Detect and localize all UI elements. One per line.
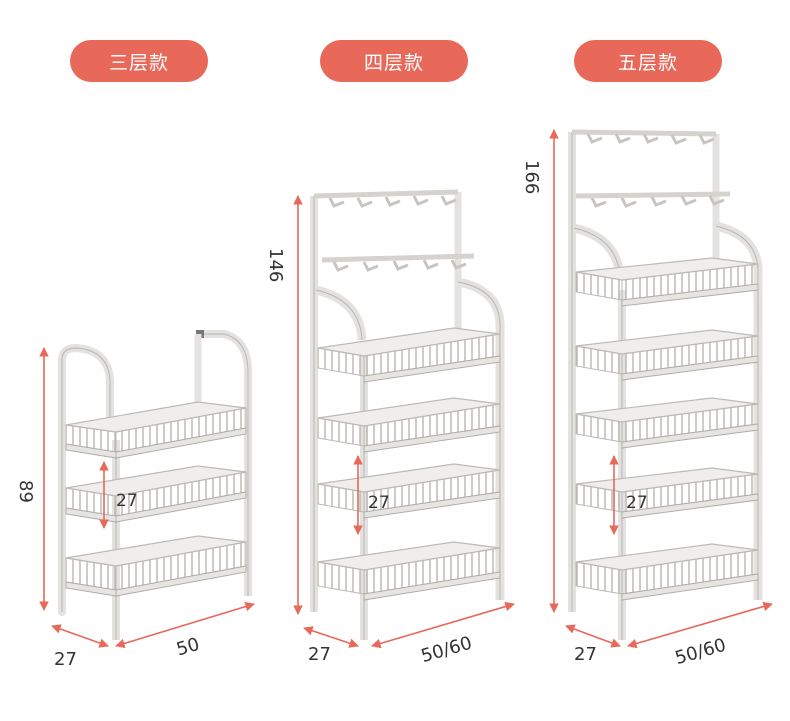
variant-label-text: 四层款 <box>363 51 424 74</box>
variant-label-3-tier[interactable]: 三层款 <box>70 40 208 82</box>
tier-gap-value: 27 <box>116 491 138 511</box>
height-value: 166 <box>521 160 542 194</box>
variant-label-4-tier[interactable]: 四层款 <box>320 40 468 82</box>
height-value: 89 <box>15 480 36 503</box>
rack-4-tier <box>293 189 515 649</box>
width-value: 50/60 <box>673 635 729 669</box>
variant-label-text: 三层款 <box>108 51 169 74</box>
width-dimension-line <box>627 601 773 649</box>
depth-dimension-line <box>303 626 359 648</box>
depth-value: 27 <box>54 649 77 670</box>
width-value: 50/60 <box>419 633 475 667</box>
depth-dimension-line <box>51 624 109 648</box>
depth-dimension-line <box>565 624 621 648</box>
height-value: 146 <box>265 248 286 282</box>
tier-gap-value: 27 <box>368 493 390 513</box>
depth-value: 27 <box>574 644 597 665</box>
width-dimension-line <box>115 601 255 649</box>
depth-value: 27 <box>308 644 331 665</box>
rack-5-tier <box>549 129 773 649</box>
tier-gap-value: 27 <box>626 493 648 513</box>
variant-label-text: 五层款 <box>617 51 678 74</box>
variant-label-5-tier[interactable]: 五层款 <box>574 40 722 82</box>
rack-3-tier <box>39 330 255 649</box>
width-value: 50 <box>174 634 202 661</box>
width-dimension-line <box>371 601 515 649</box>
